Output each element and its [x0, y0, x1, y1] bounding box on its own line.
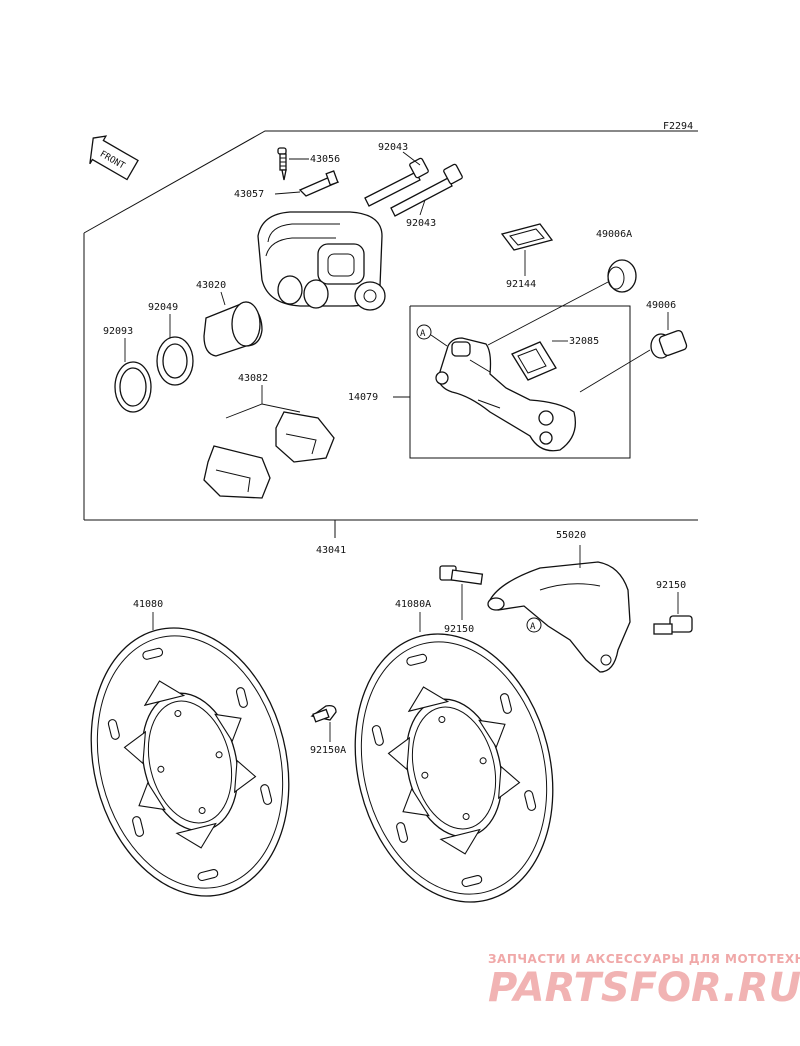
bracket-group-box — [393, 305, 631, 459]
label-43041: 43041 — [316, 545, 346, 556]
label-41080: 41080 — [133, 599, 163, 610]
label-92150-right: 92150 — [656, 580, 686, 591]
piston — [203, 301, 263, 357]
bleeder-valve — [277, 147, 287, 181]
label-41080A: 41080A — [395, 599, 431, 610]
label-14079: 14079 — [348, 392, 378, 403]
piston-seal — [114, 361, 152, 413]
label-92150A: 92150A — [310, 745, 346, 756]
label-43082: 43082 — [238, 373, 268, 384]
label-92043-top: 92043 — [378, 142, 408, 153]
torque-bracket — [487, 561, 631, 673]
dust-seal — [156, 336, 194, 386]
boot-49006A — [607, 259, 637, 293]
label-92093: 92093 — [103, 326, 133, 337]
caliper-body — [257, 211, 386, 311]
label-49006A: 49006A — [596, 229, 632, 240]
brake-pad-2 — [275, 411, 335, 463]
front-arrow-icon: FRONT — [89, 135, 139, 181]
label-92049: 92049 — [148, 302, 178, 313]
pad-shim — [500, 223, 554, 251]
assembly-frame — [83, 130, 698, 538]
label-92043-bottom: 92043 — [406, 218, 436, 229]
bracket-bolt — [439, 565, 484, 585]
disc-bolt — [310, 704, 337, 723]
label-43020: 43020 — [196, 280, 226, 291]
caliper-pin-2 — [390, 163, 463, 217]
label-92150-center: 92150 — [444, 624, 474, 635]
label-32085: 32085 — [569, 336, 599, 347]
brake-pad-1 — [203, 445, 271, 499]
callout-a-1: A — [420, 329, 426, 339]
brake-disc-41080A — [354, 633, 554, 903]
watermark-logo: PARTSFOR.RU — [488, 965, 800, 1011]
callout-a-2: A — [530, 622, 536, 632]
figure-code: F2294 — [663, 121, 693, 132]
label-43057: 43057 — [234, 189, 264, 200]
label-49006: 49006 — [646, 300, 676, 311]
caliper-bracket — [435, 337, 577, 452]
brake-disc-41080 — [90, 627, 290, 897]
bolt-49006 — [650, 329, 688, 359]
bracket-bolt-right — [653, 615, 693, 635]
pad-clip — [511, 341, 557, 381]
pad-spring — [298, 170, 340, 197]
watermark-tagline: ЗАПЧАСТИ И АКСЕССУАРЫ ДЛЯ МОТОТЕХНИКИ — [488, 952, 800, 966]
label-92144: 92144 — [506, 279, 536, 290]
label-43056: 43056 — [310, 154, 340, 165]
label-55020: 55020 — [556, 530, 586, 541]
